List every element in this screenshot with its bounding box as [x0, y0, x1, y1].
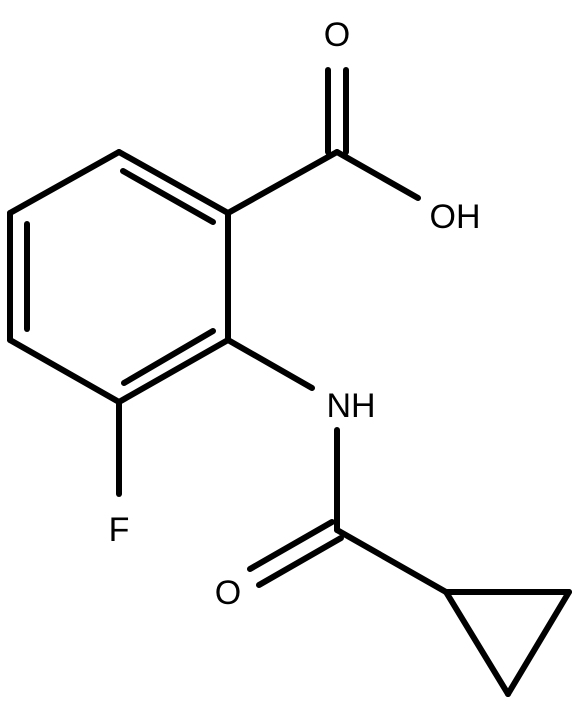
bond-carboxyl-to-oh [334, 149, 421, 201]
bond-ring-top-inner [120, 168, 216, 225]
bond-ring-to-carboxyl [225, 149, 340, 216]
bond-carbonyl-to-cyclopropyl [334, 527, 449, 595]
bond-ring-to-nh [225, 337, 315, 391]
bond-ring-top [116, 149, 231, 216]
carboxylic-acid-group [225, 67, 421, 216]
bond-cyclopropyl-left [443, 589, 511, 697]
bond-amide-double-o-b [256, 535, 344, 588]
amide-group [225, 337, 449, 595]
atom-label-hydroxyl: OH [430, 198, 481, 236]
atom-label-amide-oxygen: O [215, 574, 241, 612]
bond-ring-lower-left [7, 337, 122, 405]
atom-label-carbonyl-oxygen: O [324, 16, 350, 54]
atom-label-amide-nitrogen: NH [326, 387, 375, 425]
bond-cyclopropyl-right [505, 589, 572, 697]
atom-label-fluorine: F [109, 511, 130, 549]
bond-ring-lower-right-inner [121, 328, 216, 386]
cyclopropyl-ring [443, 589, 572, 697]
bond-ring-lower-right [116, 337, 231, 405]
bond-amide-double-o-a [247, 519, 335, 572]
benzene-ring [7, 149, 231, 405]
bond-ring-upper-left [7, 149, 122, 216]
